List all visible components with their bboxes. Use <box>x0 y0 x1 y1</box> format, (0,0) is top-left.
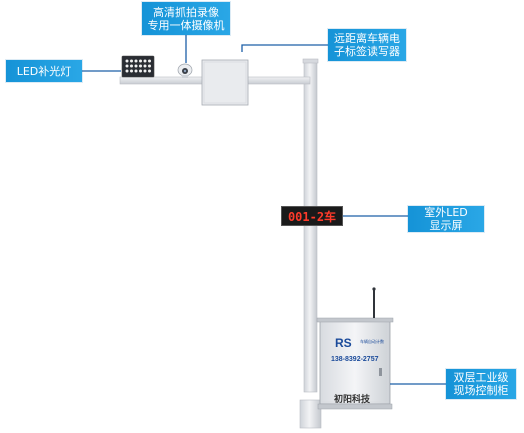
cabinet-device <box>316 287 394 410</box>
connector-lines <box>82 35 446 385</box>
label-display-line2: 显示屏 <box>429 219 463 232</box>
cabinet-company: 初阳科技 <box>334 394 371 404</box>
led-light-device <box>121 55 155 78</box>
label-camera-line1: 高清抓拍录像 <box>153 5 219 19</box>
label-cabinet-line1: 双层工业级 <box>453 371 509 384</box>
label-reader-line2: 子标签读写器 <box>334 45 400 58</box>
cabinet-phone: 138-8392-2757 <box>331 356 379 363</box>
pole <box>303 61 318 393</box>
label-display: 室外LED 显示屏 <box>408 206 484 232</box>
label-led-light: LED补光灯 <box>6 60 82 82</box>
led-display-screen: 001-2车 <box>281 206 343 226</box>
rfid-reader-device <box>201 59 249 106</box>
label-camera-line2: 专用一体摄像机 <box>147 18 225 32</box>
label-cabinet: 双层工业级 现场控制柜 <box>446 369 516 399</box>
pole-cap <box>302 58 319 64</box>
label-cabinet-line2: 现场控制柜 <box>453 384 509 397</box>
label-display-line1: 室外LED <box>424 206 468 219</box>
label-reader: 远距离车辆电 子标签读写器 <box>328 29 406 61</box>
label-reader-line1: 远距离车辆电 <box>334 32 400 45</box>
label-led-light-text: LED补光灯 <box>16 64 72 78</box>
cabinet-brand: RS <box>335 336 352 350</box>
camera-device <box>177 63 193 78</box>
connector-reader <box>241 44 328 52</box>
label-camera: 高清抓拍录像 专用一体摄像机 <box>142 2 230 35</box>
pole-base <box>299 399 322 429</box>
cabinet-subtitle: 车辆自动计数 <box>360 339 384 344</box>
